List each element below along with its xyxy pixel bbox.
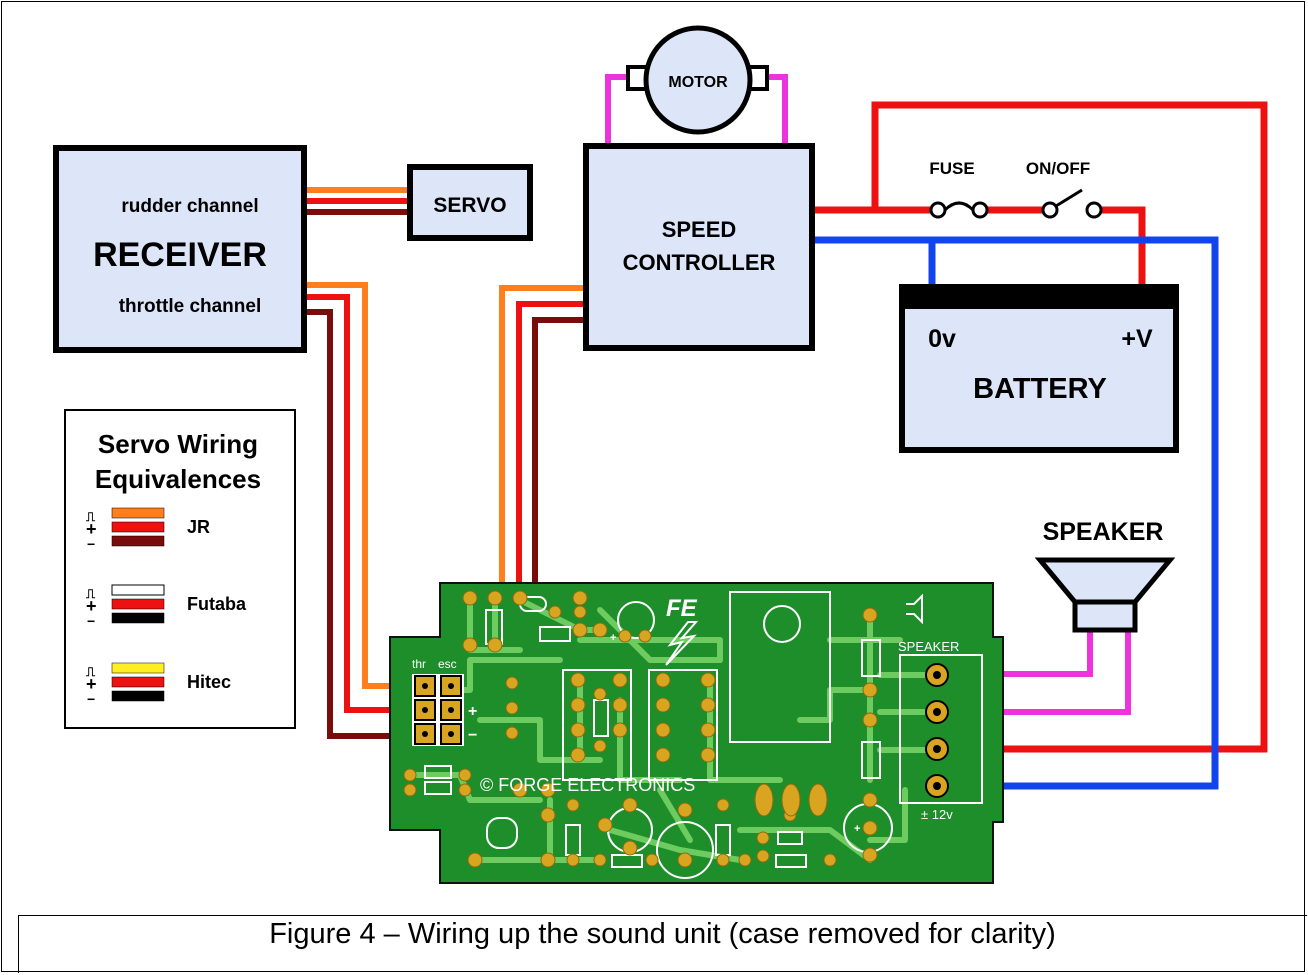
battery-title: BATTERY [973,373,1107,405]
plus-symbol: + [86,674,97,694]
throttle-channel-label: throttle channel [119,296,262,317]
fuse-label: FUSE [929,159,974,178]
legend-entry-hitec: ⎍ + − Hitec [86,662,231,707]
legend-hitec-label: Hitec [187,672,231,692]
receiver-title: RECEIVER [93,236,267,274]
legend-futaba-label: Futaba [187,594,247,614]
wiring-diagram: rudder channel RECEIVER throttle channel… [53,25,1268,884]
pcb-minus-label: − [468,727,477,744]
legend-title-line1: Servo Wiring [98,429,258,459]
signal-symbol: ⎍ [86,664,96,679]
motor-label: MOTOR [668,74,728,91]
speaker: SPEAKER [1034,518,1176,633]
servo-header-pads [412,674,464,746]
on-off-switch: ON/OFF [1026,159,1103,219]
speed-controller-line1: SPEED [662,217,737,242]
pcb-esc-label: esc [438,657,457,671]
legend-title-line2: Equivalences [95,464,261,494]
lightning-icon [665,621,699,666]
figure-caption: Figure 4 – Wiring up the sound unit (cas… [269,918,1056,950]
pcb-plus-label: + [468,703,477,720]
minus-symbol: − [87,536,95,552]
switch-label: ON/OFF [1026,159,1090,178]
pcb-speaker-label: SPEAKER [898,639,959,654]
signal-symbol: ⎍ [86,509,96,524]
red-power-wires [813,101,1268,753]
pcb-brand-logo: FE [666,595,698,622]
legend-jr-label: JR [187,517,210,537]
plus-symbol: + [86,596,97,616]
speaker-label: SPEAKER [1043,518,1164,546]
pcb-board: thr esc + − © FORGE ELECTRONICS FE SPEAK… [389,582,1004,884]
battery-pos-label: +V [1121,325,1153,353]
pcb-thr-label: thr [412,657,426,671]
servo: SERVO [407,164,533,241]
receiver: rudder channel RECEIVER throttle channel [53,145,307,353]
battery-neg-label: 0v [928,325,956,353]
legend-entry-futaba: ⎍ + − Futaba [86,584,247,629]
minus-symbol: − [87,691,95,707]
pcb-cap2-plus: + [854,823,860,835]
battery: 0v +V BATTERY [899,284,1179,453]
fuse: FUSE [929,159,989,219]
rudder-servo-wires [305,187,410,215]
motor: MOTOR [626,25,769,135]
speed-controller-line2: CONTROLLER [623,250,776,275]
legend-entry-jr: ⎍ + − JR [86,507,210,552]
signal-symbol: ⎍ [86,586,96,601]
motor-wires [605,74,788,148]
caption-box [18,915,1307,973]
pcb-cap-plus: + [610,632,616,644]
pcb-component-outlines [424,591,983,879]
minus-symbol: − [87,613,95,629]
pcb-pads [403,590,878,868]
servo-label: SERVO [433,194,506,217]
rudder-channel-label: rudder channel [121,196,258,217]
servo-wiring-legend: Servo Wiring Equivalences ⎍ + − JR ⎍ + −… [64,409,296,729]
plus-symbol: + [86,519,97,539]
blue-power-wires [813,236,1219,790]
speed-controller: SPEED CONTROLLER [583,143,815,351]
pcb-power-label: ± 12v [921,807,953,822]
pcb-copyright: © FORGE ELECTRONICS [480,775,695,795]
